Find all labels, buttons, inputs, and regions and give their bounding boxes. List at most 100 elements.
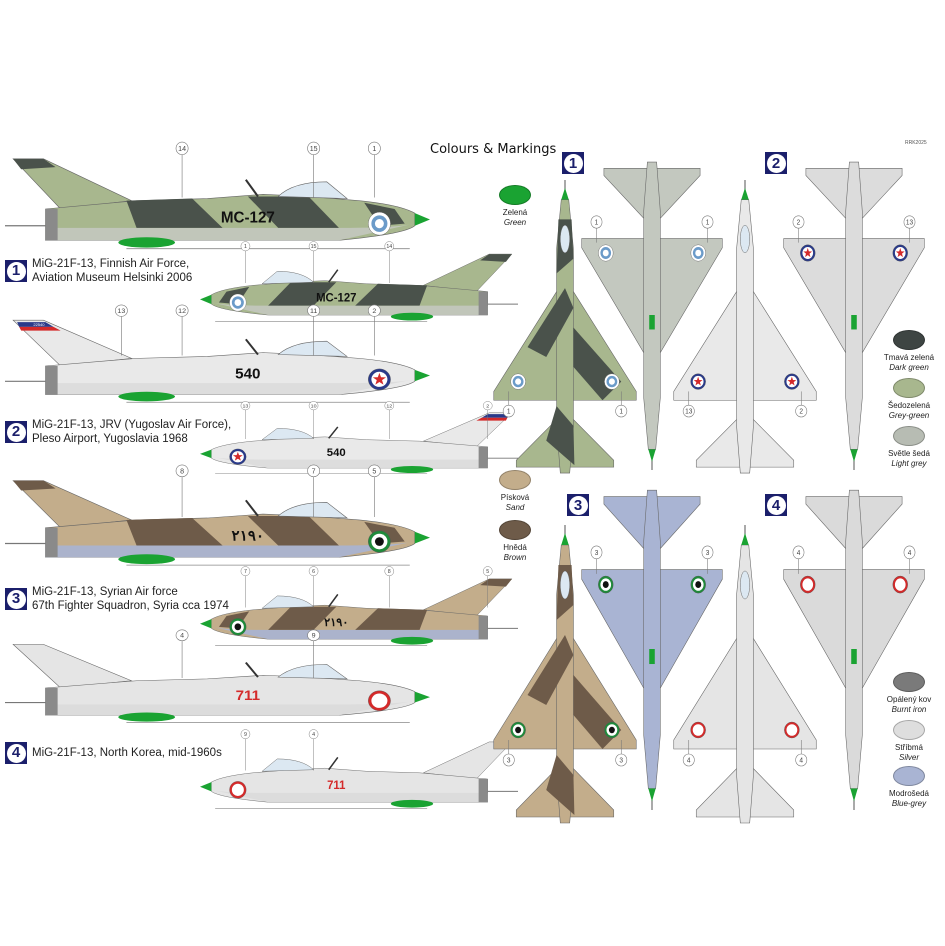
- callout-circle: [308, 566, 319, 577]
- airframe: [673, 180, 817, 474]
- fuselage: [736, 544, 754, 824]
- callout-number: 4: [312, 732, 315, 738]
- callout-circle: [502, 753, 515, 767]
- serial-number: ٢١٩٠: [324, 617, 348, 629]
- callout-circle: [903, 545, 916, 560]
- ventral-fairing: [851, 315, 857, 330]
- fuselage: [845, 489, 863, 789]
- callout-number: 7: [244, 569, 247, 575]
- callout-circle: [590, 215, 603, 229]
- fuselage: [736, 199, 754, 474]
- caption-line: 67th Fighter Squadron, Syria cca 1974: [32, 600, 229, 612]
- callout-number: 4: [180, 633, 184, 640]
- swatch-color: [893, 720, 925, 740]
- callout-number: 1: [595, 219, 599, 226]
- callout-circle: [792, 545, 805, 560]
- antenna: [328, 269, 339, 283]
- callout-number: 1: [619, 408, 623, 415]
- fin-code: 22540: [33, 322, 45, 327]
- canopy: [560, 570, 570, 600]
- callout-number: 9: [244, 732, 247, 738]
- serial-number: ٢١٩٠: [232, 528, 265, 545]
- callout-number: 8: [180, 468, 184, 475]
- callout-number: 14: [178, 144, 186, 153]
- star-icon: [803, 247, 813, 258]
- airframe: [5, 158, 430, 250]
- callout-circle: [590, 545, 603, 560]
- callout-circle: [384, 401, 395, 411]
- tail-fin: [12, 644, 133, 689]
- callout-circle: [367, 141, 381, 155]
- roundel-center: [608, 378, 615, 385]
- nose-cone: [414, 691, 430, 703]
- burnt-iron-section: [478, 616, 488, 640]
- roundel-center: [602, 581, 609, 589]
- camo-patch: [13, 480, 56, 491]
- callout-number: 10: [311, 404, 317, 410]
- star-icon: [693, 376, 703, 386]
- star-icon: [232, 451, 243, 461]
- roundel-center: [234, 299, 242, 306]
- callout-number: 13: [906, 219, 913, 226]
- underside: [212, 302, 488, 316]
- swatch-color: [499, 520, 531, 540]
- roundel-center: [695, 581, 702, 589]
- caption-scheme-2: 2 MiG-21F-13, JRV (Yugoslav Air Force),P…: [5, 418, 231, 446]
- callout-circle: [482, 566, 493, 577]
- antenna: [245, 179, 259, 198]
- star-icon: [895, 579, 905, 589]
- burnt-iron-section: [45, 527, 58, 558]
- camo-patch: [268, 282, 337, 306]
- camo-patch: [126, 198, 223, 228]
- caption-scheme-4: 4 MiG-21F-13, North Korea, mid-1960s: [5, 742, 222, 764]
- tail-fin: [422, 412, 513, 448]
- roundel-center: [515, 726, 522, 734]
- scheme-badge: 4: [5, 742, 27, 764]
- camo-patch: [527, 635, 574, 705]
- nose-cone: [200, 449, 212, 459]
- roundel-center: [234, 623, 242, 631]
- callout-circle: [615, 753, 628, 767]
- ventral-fairing: [390, 636, 434, 645]
- camo-patch: [247, 516, 339, 546]
- flag-stripe: [476, 417, 508, 421]
- underside: [45, 700, 414, 716]
- burnt-iron-section: [478, 446, 488, 469]
- callout-number: 8: [388, 569, 391, 575]
- serial-number: MC-127: [221, 209, 275, 226]
- callout-circle: [307, 304, 321, 317]
- callout-circle: [308, 401, 319, 411]
- callout-number: 13: [117, 308, 125, 315]
- serial-number: 711: [236, 688, 260, 703]
- antenna: [328, 756, 339, 771]
- callout-circle: [792, 215, 805, 229]
- burnt-iron-section: [45, 209, 58, 241]
- camo-patch: [527, 288, 574, 357]
- callout-circle: [795, 404, 808, 418]
- nose-cone: [561, 533, 569, 545]
- callout-circle: [307, 141, 321, 155]
- plan-badge-3: 3: [567, 494, 589, 516]
- camo-patch: [355, 608, 428, 630]
- tail-fin: [12, 319, 133, 367]
- ventral-fairing: [118, 712, 175, 722]
- callout-number: 12: [178, 308, 186, 315]
- swatch-color: [893, 426, 925, 446]
- airframe: [783, 161, 925, 470]
- ventral-fairing: [118, 554, 175, 565]
- page-title: Colours & Markings: [430, 142, 557, 157]
- serial-number: 711: [327, 780, 346, 792]
- burnt-iron-section: [45, 688, 58, 716]
- callout-circle: [384, 241, 395, 252]
